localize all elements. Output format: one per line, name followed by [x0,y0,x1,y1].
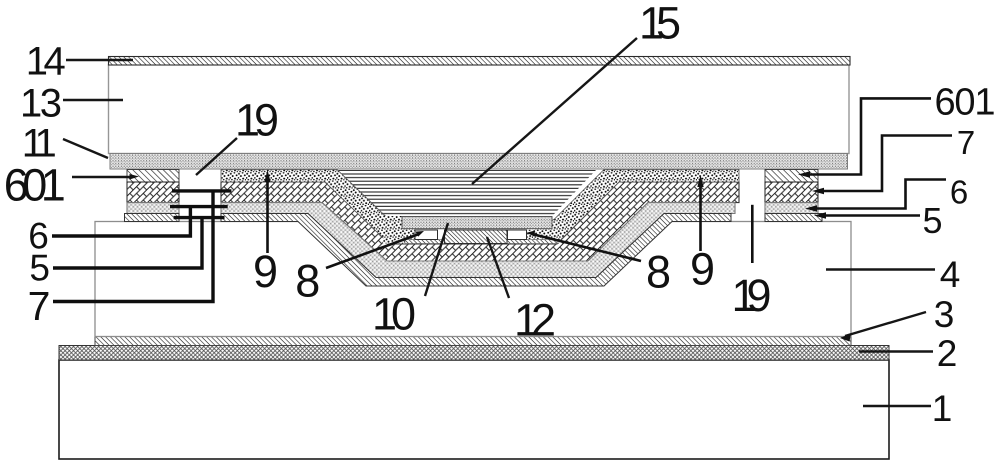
svg-text:9: 9 [690,244,715,295]
svg-text:11: 11 [22,122,57,166]
svg-text:5: 5 [29,247,50,288]
svg-text:19: 19 [235,95,279,146]
svg-text:6: 6 [28,215,49,256]
svg-text:5: 5 [922,200,942,241]
svg-text:1: 1 [932,388,953,429]
svg-text:7: 7 [957,124,975,161]
svg-text:6: 6 [950,173,968,210]
svg-text:9: 9 [253,246,278,297]
svg-text:601: 601 [4,160,66,211]
svg-text:14: 14 [26,40,66,84]
svg-text:8: 8 [646,247,671,298]
svg-text:19: 19 [732,270,772,321]
svg-text:3: 3 [934,294,955,335]
svg-text:7: 7 [28,283,51,329]
svg-text:601: 601 [935,82,996,124]
svg-text:2: 2 [937,333,958,374]
svg-text:10: 10 [372,289,416,340]
svg-text:15: 15 [639,0,681,49]
svg-text:13: 13 [20,82,62,126]
svg-text:4: 4 [940,254,961,295]
svg-text:8: 8 [295,256,320,307]
svg-text:12: 12 [514,295,556,346]
